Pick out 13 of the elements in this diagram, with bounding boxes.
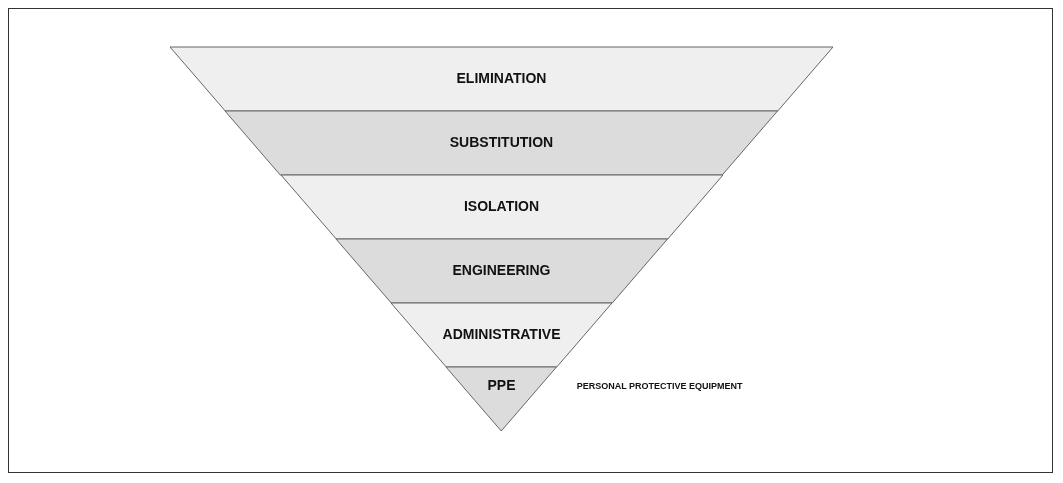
band-label: SUBSTITUTION — [449, 134, 554, 150]
pyramid-band — [391, 303, 612, 367]
band-label: ADMINISTRATIVE — [442, 326, 561, 342]
pyramid-band — [335, 239, 668, 303]
band-label: ENGINEERING — [452, 262, 551, 278]
band-label: ISOLATION — [463, 198, 540, 214]
pyramid-tip — [446, 367, 557, 431]
pyramid-band — [280, 175, 723, 239]
pyramid-band — [225, 111, 778, 175]
band-label: ELIMINATION — [456, 70, 547, 86]
band-label: PPE — [487, 377, 516, 393]
side-note: PERSONAL PROTECTIVE EQUIPMENT — [576, 381, 743, 391]
pyramid-band — [170, 47, 833, 111]
